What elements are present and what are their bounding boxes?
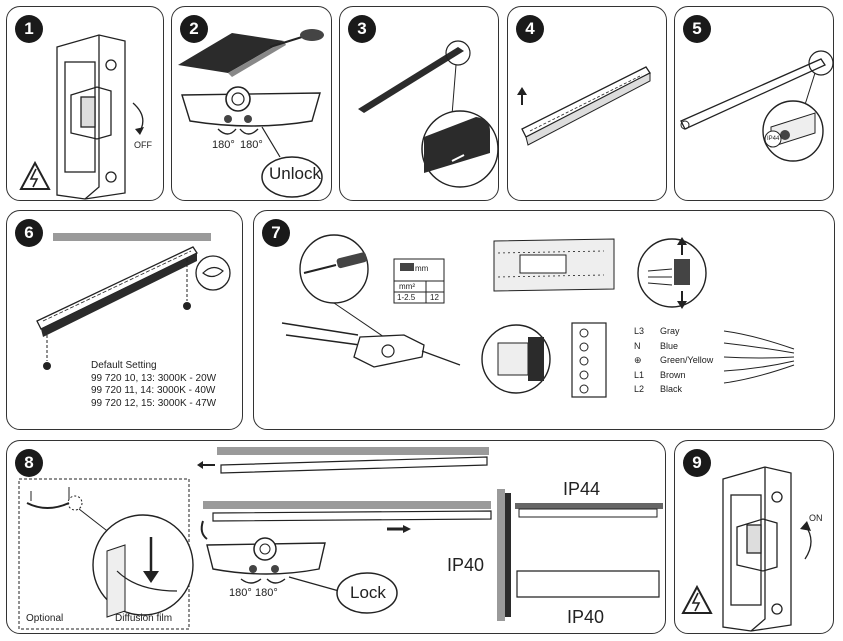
ip44-label: IP44 bbox=[563, 479, 601, 499]
mounting-screw-illustration bbox=[680, 50, 834, 162]
step-number: 5 bbox=[683, 15, 711, 43]
optional-label: Optional bbox=[26, 613, 64, 624]
step-number: 2 bbox=[180, 15, 208, 43]
default-setting-block: Default Setting 99 720 10, 13: 3000K - 2… bbox=[91, 360, 216, 410]
step-number: 7 bbox=[262, 219, 290, 247]
step-4-panel: 4 bbox=[507, 6, 667, 201]
electric-hazard-icon bbox=[19, 160, 51, 190]
diffuser-removal-illustration bbox=[358, 40, 499, 188]
circuit-breaker-illustration bbox=[681, 466, 812, 632]
strip-length-table bbox=[393, 258, 445, 304]
ip40-bottom-label: IP40 bbox=[567, 607, 605, 627]
setting-line: 99 720 11, 14: 3000K - 40W bbox=[91, 385, 216, 396]
step-5-panel: 5 IP44 bbox=[674, 6, 834, 201]
unit-mm2: mm² bbox=[399, 282, 415, 291]
step-number: 8 bbox=[15, 449, 43, 477]
cross-section-value: 1-2.5 bbox=[397, 293, 416, 302]
step-9-panel: 9 ON bbox=[674, 440, 834, 634]
angle-right-label: 180° bbox=[255, 587, 278, 599]
step-number: 3 bbox=[348, 15, 376, 43]
angle-right-label: 180° bbox=[240, 139, 263, 151]
step-number: 1 bbox=[15, 15, 43, 43]
default-setting-title: Default Setting bbox=[91, 360, 157, 371]
setting-line: 99 720 12, 15: 3000K - 47W bbox=[91, 397, 217, 409]
ceiling-mount-illustration bbox=[36, 233, 231, 370]
angle-left-label: 180° bbox=[229, 587, 252, 599]
ip44-tag: IP44 bbox=[767, 136, 780, 142]
diffusion-film-label: Diffusion film bbox=[115, 613, 173, 624]
step-6-panel: 6 Default Setting 99 720 10, 13: 3000K -… bbox=[6, 210, 243, 430]
wire-row: ⊕Green/Yellow bbox=[634, 355, 714, 365]
unlock-illustration bbox=[178, 29, 324, 198]
step-number: 4 bbox=[516, 15, 544, 43]
housing-open-illustration bbox=[517, 66, 651, 146]
screwdriver-icon bbox=[269, 29, 324, 48]
step-2-panel: 2 180° 180° Unlock bbox=[171, 6, 332, 201]
setting-line: 99 720 10, 13: 3000K - 20W bbox=[91, 372, 217, 384]
step-1-panel: 1 OFF bbox=[6, 6, 164, 201]
lock-callout: Lock bbox=[350, 583, 386, 602]
strip-length-value: 12 bbox=[430, 293, 439, 302]
on-label: ON bbox=[809, 513, 823, 523]
step-3-panel: 3 bbox=[339, 6, 499, 201]
circuit-breaker-illustration bbox=[19, 34, 144, 200]
angle-left-label: 180° bbox=[212, 139, 235, 151]
ip40-side-label: IP40 bbox=[447, 555, 485, 575]
unit-mm: mm bbox=[415, 264, 429, 273]
off-label: OFF bbox=[134, 140, 152, 150]
step-number: 9 bbox=[683, 449, 711, 477]
unlock-callout: Unlock bbox=[269, 164, 321, 183]
step-8-panel: 8 Optional Diffusion film 18 bbox=[6, 440, 666, 634]
reassembly-illustration bbox=[18, 447, 663, 630]
step-7-panel: 7 m bbox=[253, 210, 835, 430]
step-number: 6 bbox=[15, 219, 43, 247]
electric-hazard-icon bbox=[681, 584, 713, 614]
wiring-illustration bbox=[281, 234, 795, 398]
